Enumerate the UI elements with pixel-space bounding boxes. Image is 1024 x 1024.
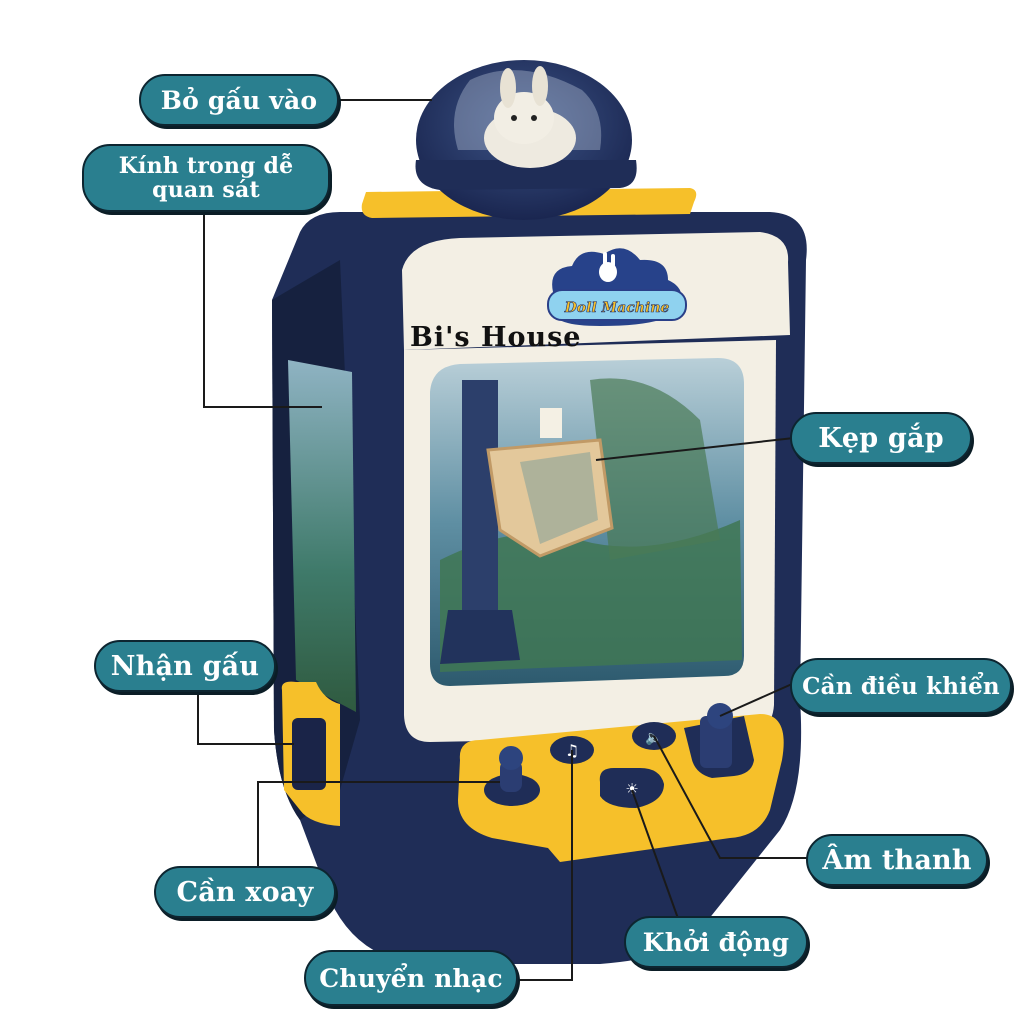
callout-line-glass (203, 204, 322, 408)
label-glass: Kính trong dễ quan sát (82, 144, 330, 212)
label-receive-bear: Nhận gấu (94, 640, 276, 692)
claw (486, 408, 614, 558)
callout-line-receive-bear (197, 686, 294, 745)
callout-lines (197, 99, 808, 981)
callout-line-rotate-lever (257, 781, 500, 868)
bunny-toy (484, 66, 576, 168)
callout-line-sound (653, 735, 808, 859)
label-change-music: Chuyển nhạc (304, 950, 518, 1006)
label-claw: Kẹp gắp (790, 412, 972, 464)
svg-text:Doll Machine: Doll Machine (564, 300, 670, 316)
label-joystick: Cần điều khiển (790, 658, 1012, 714)
callout-line-joystick (719, 683, 793, 717)
svg-text:☀: ☀ (625, 780, 638, 798)
prize-slot (281, 681, 340, 826)
start-button: ☀ (599, 768, 664, 808)
callout-line-music (516, 750, 573, 981)
doll-machine-logo: Doll Machine (547, 248, 687, 326)
side-glass-window (288, 360, 356, 712)
label-rotate-lever: Cần xoay (154, 866, 336, 918)
callout-line-claw (595, 437, 795, 461)
claw-machine: Doll Machine (272, 60, 807, 964)
label-insert-bear: Bỏ gấu vào (139, 74, 339, 126)
watermark: Bi's House (410, 322, 582, 353)
label-start: Khởi động (624, 916, 808, 968)
label-sound: Âm thanh (806, 834, 988, 886)
glass-dome (415, 60, 637, 220)
callout-line-start (631, 789, 681, 925)
